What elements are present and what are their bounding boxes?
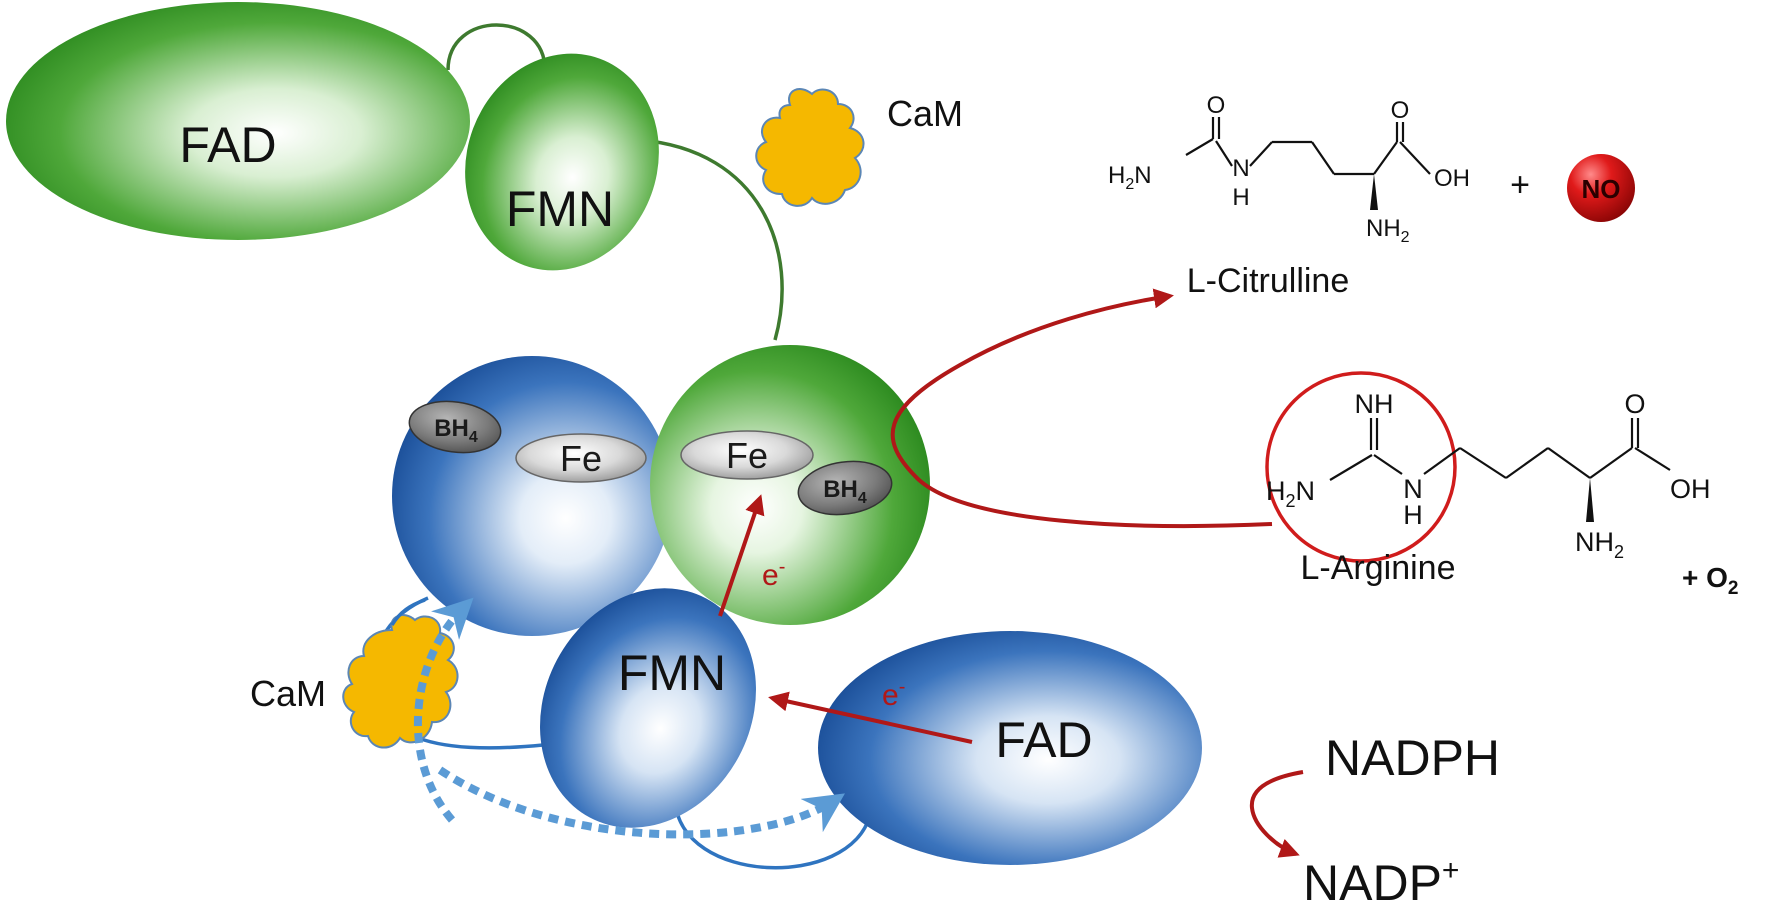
- green-fmn-domain: [465, 53, 659, 271]
- citrulline-acid-o: O: [1391, 97, 1410, 124]
- green-bh4-cofactor: [797, 460, 893, 516]
- blue-fe-cofactor: [515, 433, 647, 483]
- nadph-label: NADPH: [1325, 730, 1500, 786]
- green-fe-cofactor: [680, 430, 814, 480]
- arginine-acid-o: O: [1624, 389, 1645, 419]
- citrulline-nh-h: H: [1232, 184, 1249, 211]
- nadph-to-nadp-arrow: [1249, 770, 1304, 858]
- bottom-cam-label: CaM: [250, 673, 326, 714]
- citrulline-structure: [1185, 117, 1431, 210]
- green-fad-label: FAD: [179, 117, 276, 173]
- fad-fmn-electron-label: e-: [882, 676, 905, 712]
- citrulline-oh: OH: [1434, 165, 1470, 192]
- citrulline-plus: +: [1510, 166, 1530, 204]
- citrulline-nh-n: N: [1232, 155, 1249, 182]
- fmn-to-heme-electron-arrow: [718, 494, 765, 617]
- blue-oxygenase-domain: [392, 356, 672, 636]
- blue-bh4-cofactor: [408, 400, 502, 454]
- citrulline-h2n: H2N: [1108, 162, 1152, 193]
- oxygen-label: + O2: [1682, 562, 1739, 599]
- cam-dotted-arrow-up: [414, 597, 474, 823]
- nadp-label: NADP+: [1303, 854, 1459, 908]
- fad-to-fmn-electron-arrow: [768, 691, 973, 744]
- guanidino-highlight-circle: [1265, 371, 1457, 563]
- citrulline-carbonyl-o: O: [1207, 92, 1226, 119]
- arginine-h2n: H2N: [1266, 476, 1315, 511]
- arginine-alpha-nh2: NH2: [1575, 527, 1624, 562]
- blue-fe-label: Fe: [560, 438, 602, 479]
- green-fe-label: Fe: [726, 435, 768, 476]
- blue-fmn-domain: [540, 588, 756, 828]
- blue-fmn-label: FMN: [618, 645, 726, 701]
- blue-bh4-label: BH4: [434, 415, 478, 446]
- green-bh4-label: BH4: [823, 476, 867, 507]
- blue-fad-domain: [818, 631, 1202, 865]
- fmn-heme-electron-label: e-: [762, 556, 785, 592]
- arginine-oh: OH: [1670, 474, 1711, 504]
- arginine-name: L-Arginine: [1301, 549, 1456, 587]
- arginine-structure: [1329, 418, 1671, 522]
- citrulline-alpha-nh2: NH2: [1366, 215, 1410, 246]
- blue-fmn-fad-linker: [673, 799, 872, 870]
- blue-fad-label: FAD: [995, 712, 1092, 768]
- green-fad-domain: [6, 2, 470, 240]
- green-fmn-heme-linker: [639, 138, 784, 341]
- nitric-oxide-ball: [1567, 154, 1635, 222]
- top-calmodulin-blob: [755, 88, 865, 207]
- arginine-to-citrulline-arrow: [890, 288, 1273, 529]
- citrulline-name: L-Citrulline: [1187, 262, 1350, 300]
- arginine-nh-n: N: [1403, 474, 1423, 504]
- arginine-imine-nh: NH: [1355, 389, 1394, 419]
- green-fad-fmn-linker: [446, 23, 547, 71]
- green-fmn-label: FMN: [506, 181, 614, 237]
- arginine-nh-h: H: [1403, 500, 1423, 530]
- blue-cam-linker-lower: [390, 598, 426, 626]
- nitric-oxide-label: NO: [1582, 174, 1621, 204]
- green-oxygenase-domain: [650, 345, 930, 625]
- cam-dotted-arrow-right: [437, 766, 845, 839]
- top-cam-label: CaM: [887, 93, 963, 134]
